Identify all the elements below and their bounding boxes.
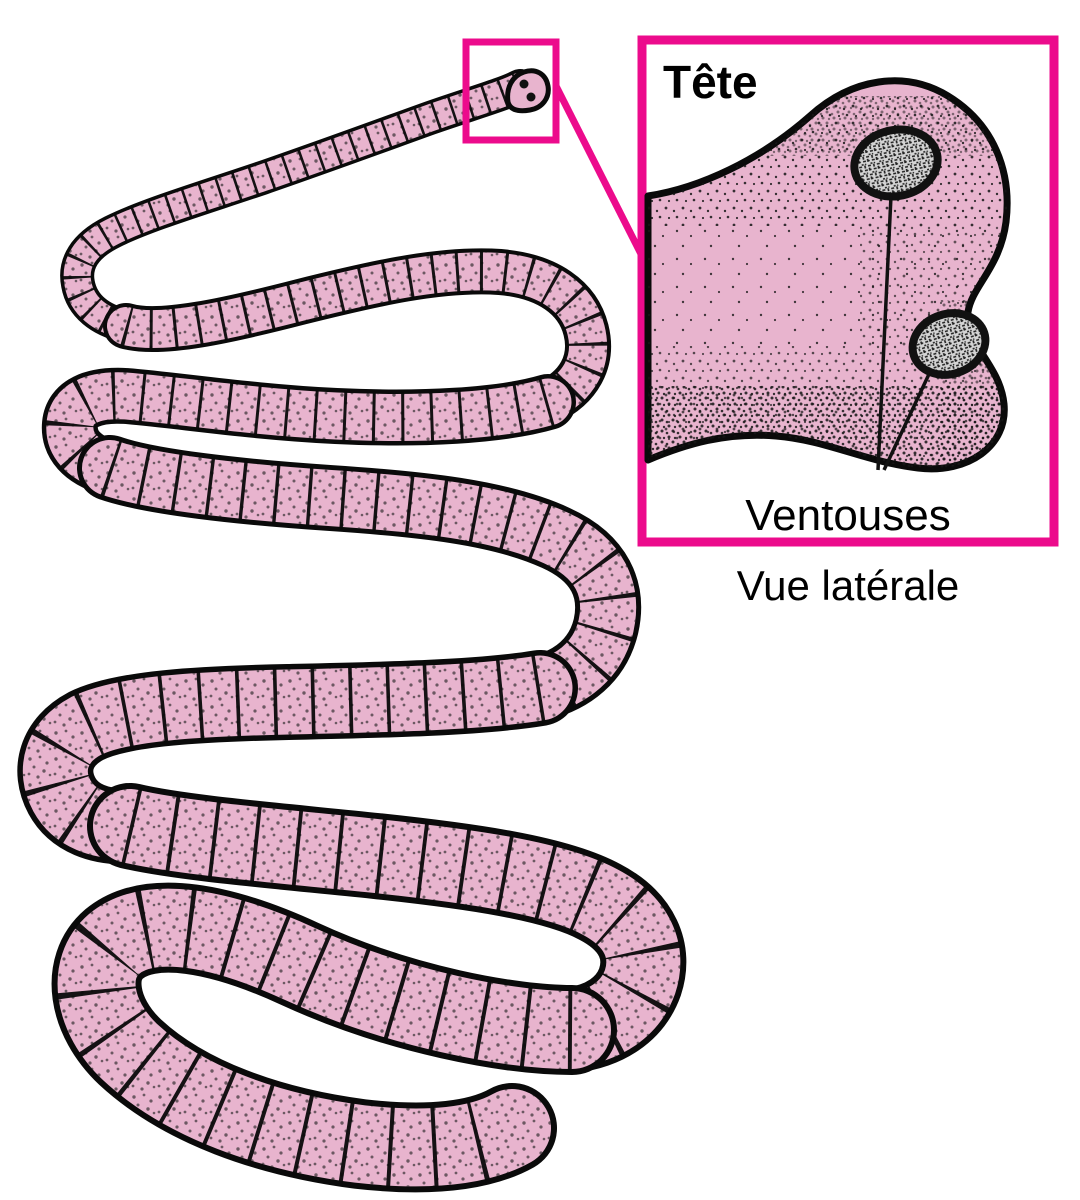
- sucker-upper: [850, 125, 942, 201]
- worm-coil-4: [77, 435, 642, 721]
- coiled-worm-body: [17, 68, 687, 1193]
- scolex-sucker-b: [526, 92, 536, 102]
- inset-caption-ventouses: Ventouses: [745, 491, 951, 540]
- sucker-upper-leader: [876, 195, 893, 471]
- worm-coil-6: [87, 783, 687, 1073]
- scolex-sucker-a: [519, 79, 529, 89]
- inset-title: Tête: [663, 56, 758, 108]
- worm-coil-1: [60, 69, 537, 343]
- view-caption: Vue latérale: [737, 562, 960, 609]
- worm-scolex-head: [505, 68, 551, 114]
- worm-coil-7-tail: [51, 882, 617, 1193]
- worm-coil-3: [41, 367, 576, 496]
- worm-coil-2: [103, 248, 611, 425]
- sucker-lower-leader: [882, 371, 932, 471]
- callout-leader-line: [552, 84, 646, 258]
- worm-coil-5: [17, 650, 578, 865]
- head-detail-inset: Tête Ventouses: [637, 35, 1059, 547]
- sucker-lower: [908, 309, 990, 379]
